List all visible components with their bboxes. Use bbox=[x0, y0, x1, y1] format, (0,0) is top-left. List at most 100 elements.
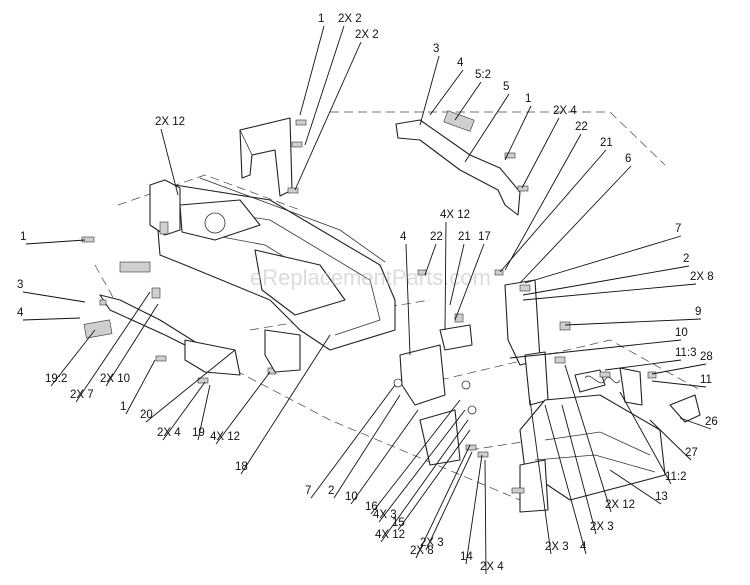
callout-label: 22 bbox=[575, 121, 588, 133]
callout-label: 19 bbox=[192, 427, 205, 439]
callout-label: 19:2 bbox=[45, 373, 67, 385]
center-hardware bbox=[264, 269, 489, 466]
callout-label: 10 bbox=[345, 491, 358, 503]
callout-label: 1 bbox=[525, 93, 531, 105]
callout-label: 17 bbox=[478, 231, 491, 243]
leader-line bbox=[464, 93, 510, 163]
callout-label: 2X 7 bbox=[70, 389, 94, 401]
callout-label: 3 bbox=[17, 279, 23, 291]
callout-label: 2X 2 bbox=[338, 13, 362, 25]
callout-label: 2X 4 bbox=[553, 105, 577, 117]
callout-label: 4X 12 bbox=[375, 529, 405, 541]
callout-label: 2X 2 bbox=[355, 29, 379, 41]
leader-line bbox=[22, 291, 86, 303]
callout-label: 1 bbox=[20, 231, 26, 243]
callout-label: 21 bbox=[600, 137, 613, 149]
callout-label: 2 bbox=[683, 253, 689, 265]
leader-line bbox=[370, 399, 461, 515]
leader-line bbox=[604, 359, 682, 371]
callout-label: 10 bbox=[675, 327, 688, 339]
leader-line bbox=[333, 394, 401, 499]
leader-line bbox=[425, 451, 473, 551]
leader-line bbox=[651, 380, 707, 388]
leader-line bbox=[304, 25, 345, 146]
front-bumper bbox=[511, 394, 666, 513]
callout-label: 1 bbox=[120, 401, 126, 413]
leader-line bbox=[310, 384, 396, 499]
leader-line bbox=[378, 409, 466, 523]
callout-label: 2X 3 bbox=[420, 537, 444, 549]
leader-line bbox=[649, 419, 692, 461]
leader-line bbox=[519, 165, 632, 284]
leader-line bbox=[521, 117, 560, 189]
callout-label: 2X 12 bbox=[605, 499, 635, 511]
callout-label: 4 bbox=[17, 307, 24, 319]
leader-line bbox=[499, 149, 607, 273]
leader-line bbox=[522, 283, 697, 301]
callout-label: 11:2 bbox=[665, 471, 687, 483]
leader-line bbox=[524, 235, 682, 284]
leader-line bbox=[350, 409, 419, 505]
callout-label: 18 bbox=[235, 461, 248, 473]
leader-line bbox=[544, 404, 587, 555]
callout-label: 7 bbox=[305, 485, 311, 497]
callout-label: 4 bbox=[400, 231, 407, 243]
leader-line bbox=[215, 371, 271, 445]
callout-label: 9 bbox=[695, 306, 701, 318]
callout-label: 21 bbox=[458, 231, 471, 243]
leader-line bbox=[529, 399, 552, 555]
leader-line bbox=[522, 265, 690, 296]
callout-label: 4X 12 bbox=[440, 209, 470, 221]
leader-line bbox=[484, 459, 487, 575]
leader-line bbox=[145, 349, 236, 423]
leader-line bbox=[454, 243, 485, 321]
callout-label: 2X 8 bbox=[410, 545, 434, 557]
callout-label: 1 bbox=[318, 13, 324, 25]
leader-line bbox=[449, 243, 465, 306]
callout-label: 2X 3 bbox=[590, 521, 614, 533]
leader-line bbox=[504, 133, 582, 271]
callout-label: 7 bbox=[675, 223, 681, 235]
leader-line bbox=[564, 318, 702, 326]
callout-label: 2X 3 bbox=[545, 541, 569, 553]
leader-line bbox=[25, 239, 86, 245]
leader-line bbox=[561, 404, 597, 535]
callout-label: 4 bbox=[457, 57, 464, 69]
leader-line bbox=[240, 334, 331, 475]
leader-line bbox=[415, 444, 471, 559]
leader-line bbox=[22, 317, 81, 321]
callout-label: 2X 8 bbox=[690, 271, 714, 283]
callout-label: 5:2 bbox=[475, 69, 491, 81]
leader-line bbox=[162, 381, 206, 441]
leader-line bbox=[619, 391, 672, 485]
leader-line bbox=[424, 243, 437, 276]
leader-line bbox=[609, 469, 662, 505]
watermark: eReplacementParts.com bbox=[250, 265, 491, 290]
leader-line bbox=[105, 303, 159, 387]
leader-line bbox=[294, 41, 362, 191]
leader-line bbox=[197, 384, 211, 441]
callout-label: 22 bbox=[430, 231, 443, 243]
leader-line bbox=[160, 128, 179, 196]
leader-line bbox=[444, 221, 447, 331]
callout-label: 4X 12 bbox=[210, 431, 240, 443]
callout-label: 2X 12 bbox=[155, 116, 185, 128]
leader-line bbox=[651, 363, 707, 375]
left-hardware bbox=[81, 236, 277, 384]
callout-label: 2X 4 bbox=[157, 427, 181, 439]
leader-line bbox=[429, 69, 464, 116]
leader-line bbox=[509, 339, 682, 359]
leader-line bbox=[299, 25, 325, 116]
callout-label: 11 bbox=[700, 374, 712, 386]
callout-label: 16 bbox=[365, 501, 378, 513]
leader-line bbox=[465, 454, 483, 565]
callout-label: 4X 3 bbox=[373, 509, 397, 521]
right-hardware bbox=[494, 269, 701, 423]
callout-label: 2 bbox=[328, 485, 334, 497]
leader-line bbox=[397, 429, 471, 531]
callout-label: 15 bbox=[392, 517, 405, 529]
callout-label: 4 bbox=[580, 541, 587, 553]
callout-label: 2X 10 bbox=[100, 373, 130, 385]
